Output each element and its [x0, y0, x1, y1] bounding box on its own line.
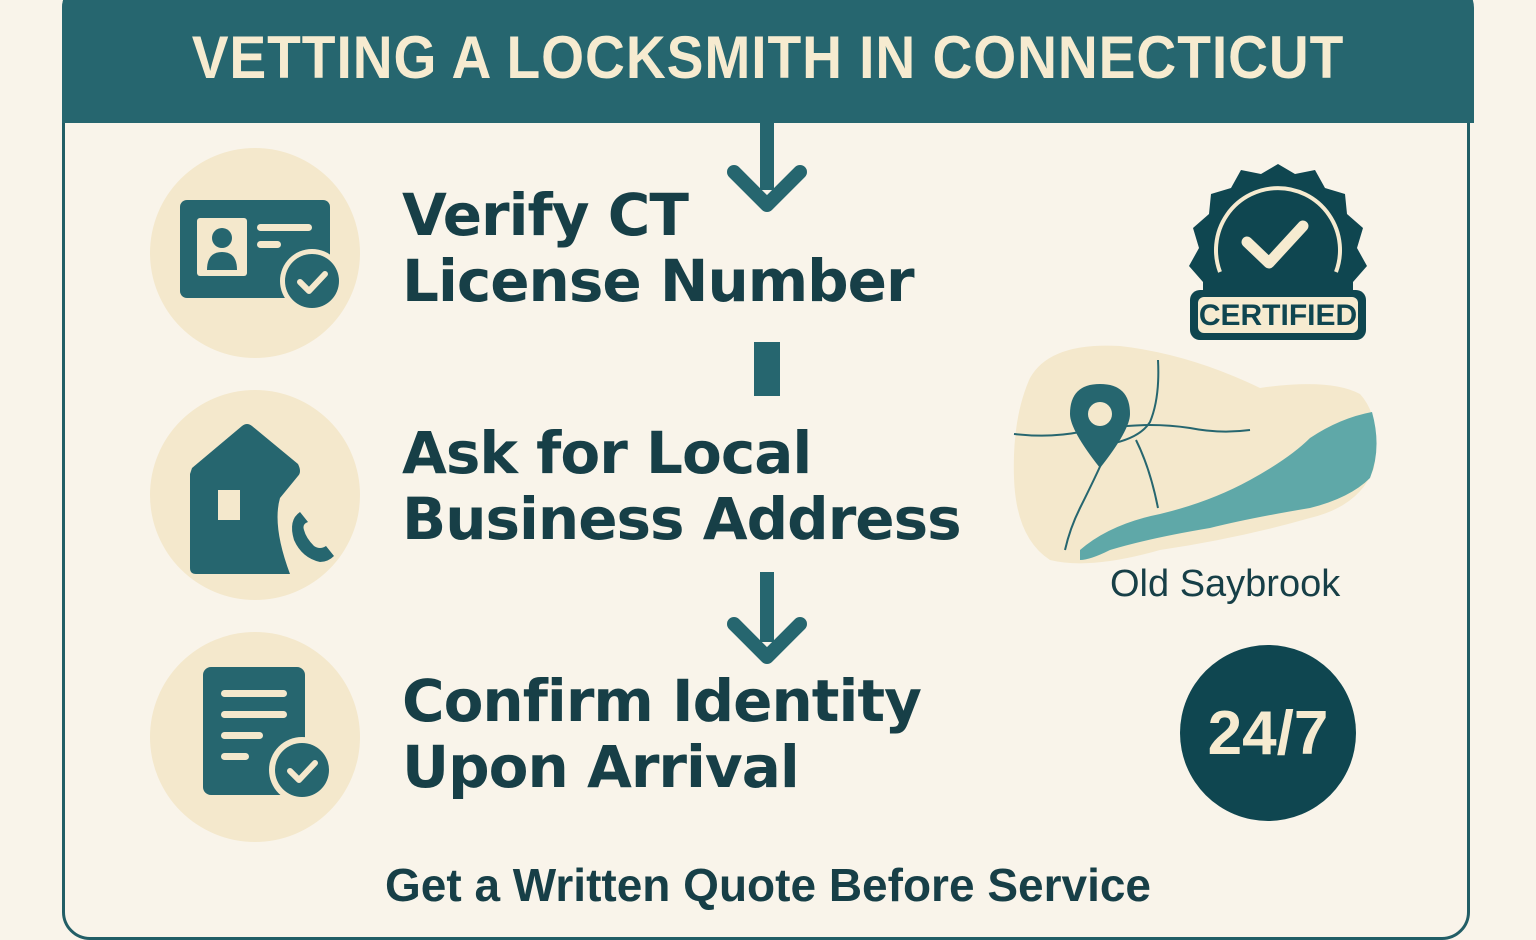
page-title: VETTING A LOCKSMITH IN CONNECTICUT [191, 24, 1345, 91]
step-1-icon-circle [150, 148, 360, 358]
step-1-line-2: License Number [402, 247, 915, 315]
map-illustration [1013, 345, 1377, 564]
step-2-line-1: Ask for Local [402, 419, 812, 487]
step-2-icon-circle [150, 390, 360, 600]
availability-badge: 24/7 [1180, 645, 1356, 821]
header-band [62, 0, 1474, 123]
step-1-title: Verify CT License Number [402, 181, 915, 315]
certified-badge-icon: CERTIFIED [1189, 164, 1367, 340]
connector-bar [754, 342, 780, 396]
map-location-label: Old Saybrook [1110, 563, 1341, 605]
step-3-line-2: Upon Arrival [402, 733, 800, 801]
step-2-line-2: Business Address [402, 485, 962, 553]
house-phone-icon [190, 424, 334, 574]
step-3-icon-circle [150, 632, 360, 842]
arrow-down-icon [727, 120, 807, 212]
footer-tip: Get a Written Quote Before Service [384, 859, 1152, 911]
arrow-down-icon [727, 572, 807, 664]
document-check-icon [203, 667, 335, 803]
certified-label: CERTIFIED [1199, 299, 1357, 332]
step-1-line-1: Verify CT [402, 181, 689, 249]
id-card-check-icon [180, 200, 344, 313]
step-3-line-1: Confirm Identity [402, 667, 922, 735]
step-3-title: Confirm Identity Upon Arrival [402, 667, 922, 801]
step-2-title: Ask for Local Business Address [402, 419, 962, 553]
